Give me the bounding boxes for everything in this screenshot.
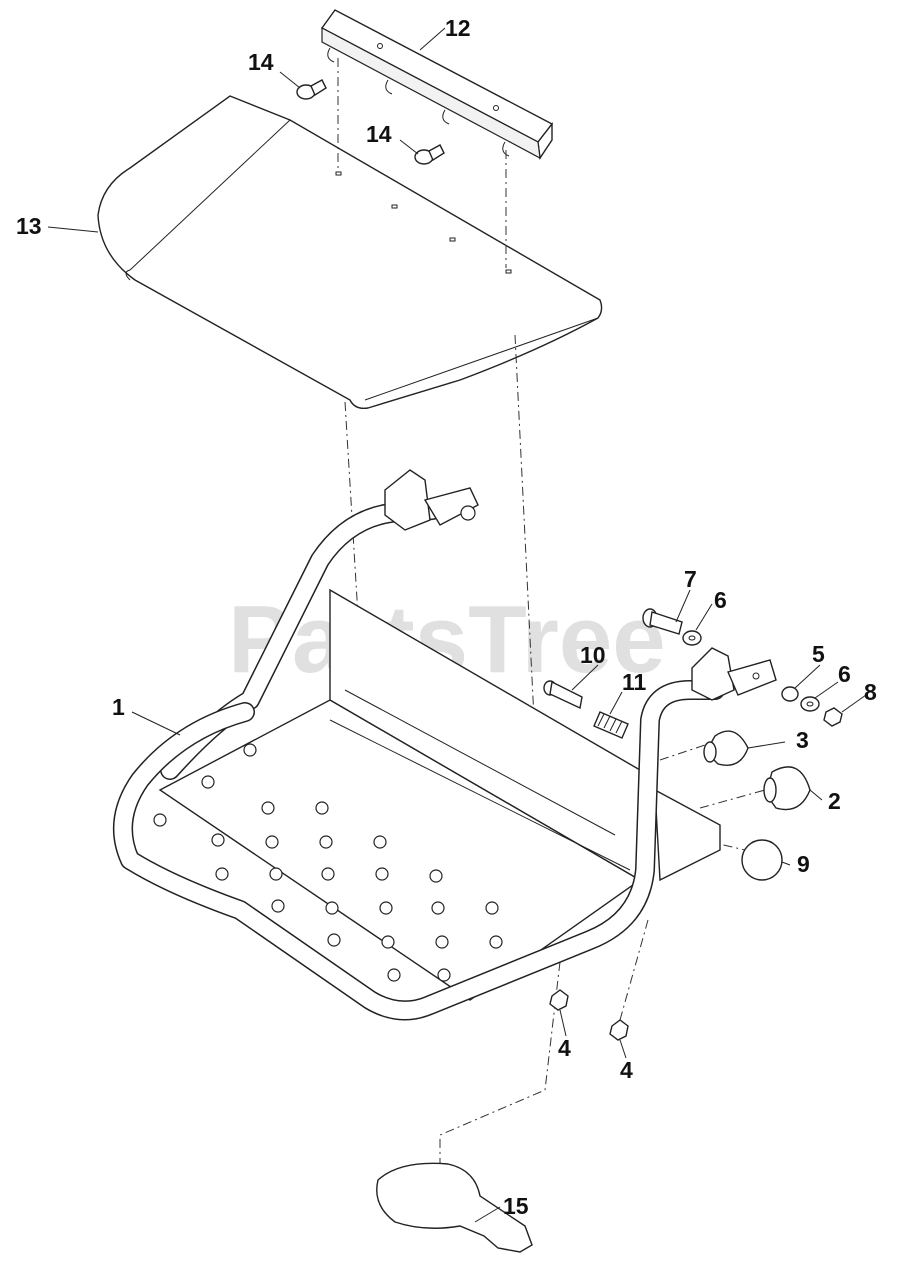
part-3-bumper[interactable] — [703, 730, 749, 766]
part-1-frame[interactable] — [112, 469, 777, 1021]
callout-15: 15 — [503, 1193, 529, 1219]
part-10-pin[interactable] — [543, 680, 583, 710]
callout-13: 13 — [16, 213, 42, 239]
part-11-spring[interactable] — [593, 711, 629, 739]
part-6-washer-b[interactable] — [800, 696, 820, 712]
callout-8: 8 — [864, 679, 877, 705]
callout-6-top: 6 — [714, 587, 727, 613]
part-6-washer-a[interactable] — [682, 630, 702, 646]
part-8-nut[interactable] — [823, 707, 843, 727]
part-4-nut-a[interactable] — [549, 989, 569, 1011]
callout-6-right: 6 — [838, 661, 851, 687]
part-7-bolt[interactable] — [642, 608, 683, 635]
callout-9: 9 — [797, 851, 810, 877]
callout-2: 2 — [828, 788, 841, 814]
callout-11: 11 — [622, 669, 647, 695]
part-4-nut-b[interactable] — [609, 1019, 629, 1041]
callout-7: 7 — [684, 566, 697, 592]
callout-12: 12 — [445, 15, 471, 41]
callout-4-left: 4 — [558, 1035, 571, 1061]
part-15-key[interactable] — [376, 1162, 533, 1253]
part-12-bracket[interactable] — [320, 9, 554, 160]
callout-14-left: 14 — [248, 49, 274, 75]
callout-4-right: 4 — [620, 1057, 633, 1083]
part-14-bolt-right[interactable] — [414, 144, 445, 165]
leader-lines — [47, 27, 867, 1223]
part-2-bumper[interactable] — [763, 766, 811, 811]
part-14-bolt-left[interactable] — [296, 79, 327, 100]
callout-5: 5 — [812, 641, 825, 667]
part-13-floor-plate[interactable] — [97, 95, 603, 410]
callout-14-right: 14 — [366, 121, 392, 147]
callout-1: 1 — [112, 694, 125, 720]
callout-3: 3 — [796, 727, 809, 753]
part-9-knob[interactable] — [741, 839, 783, 881]
callout-10: 10 — [580, 642, 606, 668]
part-5-spacer[interactable] — [781, 686, 799, 702]
callout-labels: 12 14 14 13 7 6 5 6 8 10 11 1 3 2 9 4 4 … — [16, 15, 877, 1219]
